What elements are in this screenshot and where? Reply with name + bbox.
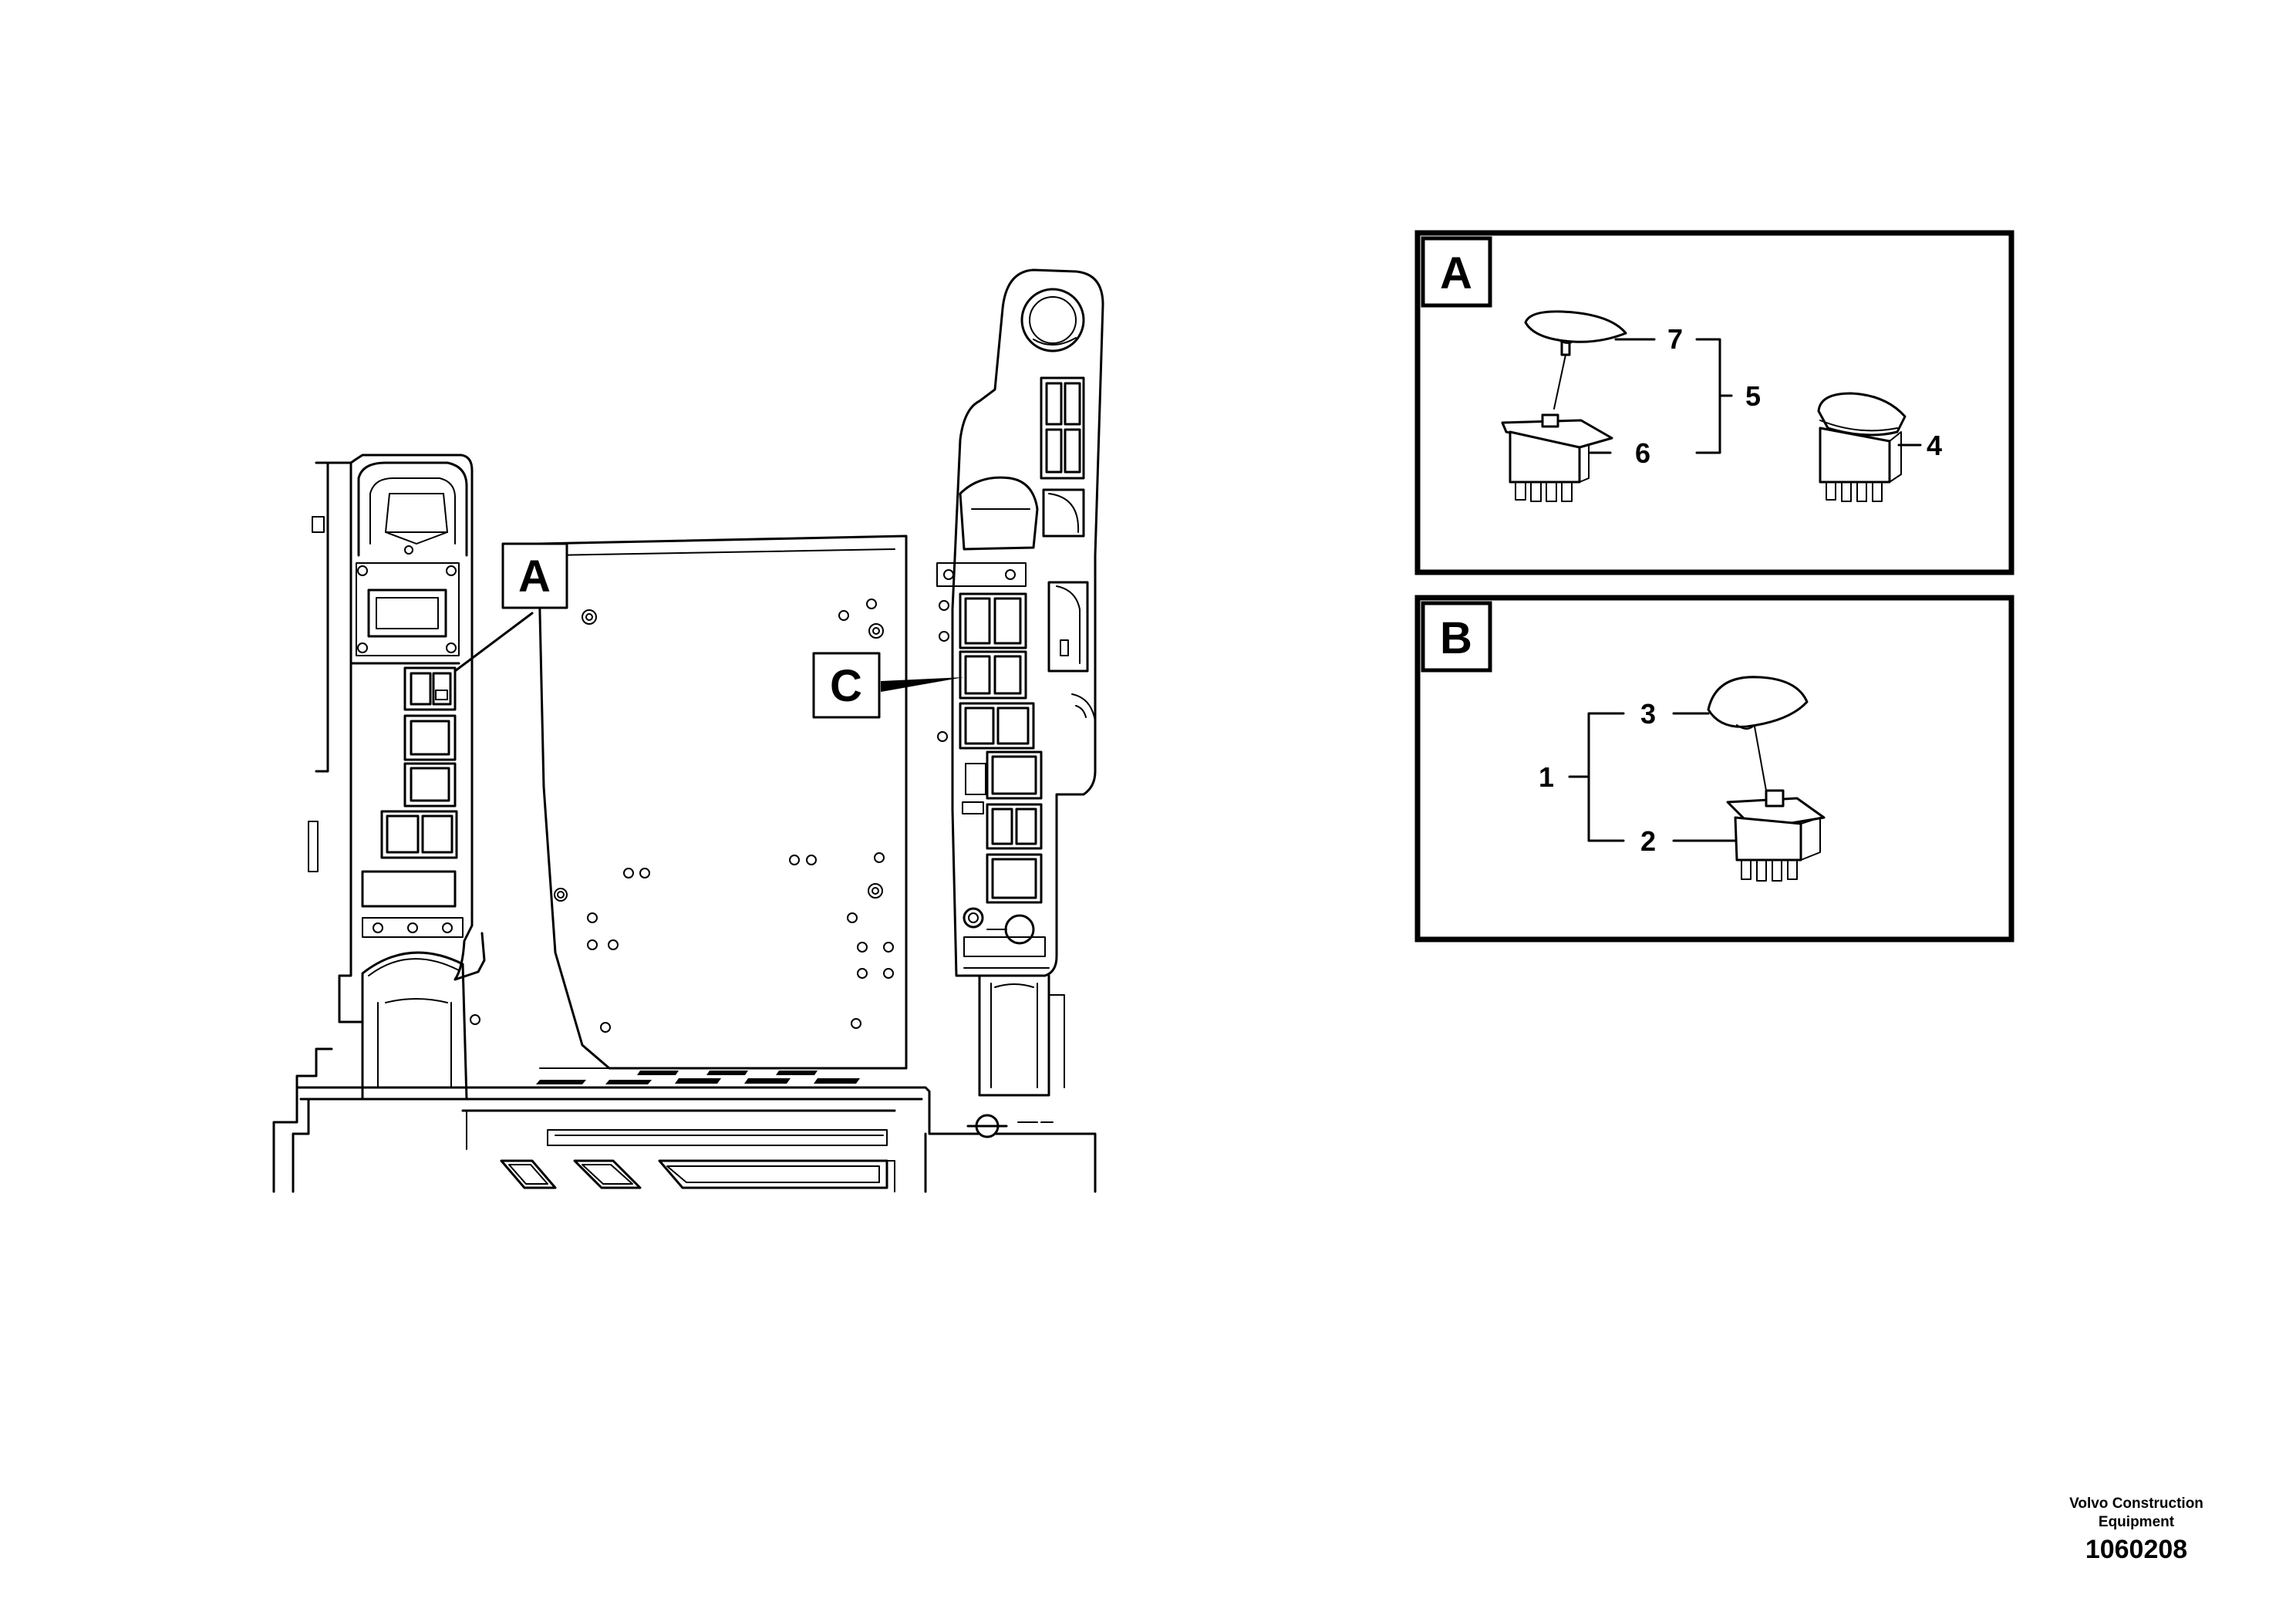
label-2: 2 — [1640, 825, 1656, 857]
label-1: 1 — [1539, 761, 1554, 793]
label-3: 3 — [1640, 698, 1656, 730]
label-5: 5 — [1745, 380, 1761, 412]
callout-a-overview: A — [453, 542, 568, 673]
brand-name: Volvo Construction Equipment — [2021, 1495, 2252, 1532]
brand-line-1: Volvo Construction — [2069, 1496, 2203, 1512]
switch-assembly-5 — [1501, 310, 1627, 502]
console-overview: A C — [272, 268, 1104, 1193]
label-7: 7 — [1667, 323, 1683, 355]
brand-line-2: Equipment — [2098, 1514, 2175, 1530]
switch-4 — [1817, 392, 1907, 502]
right-armrest — [936, 268, 1104, 1097]
detail-b-panel: B 3 2 1 — [1414, 595, 2014, 943]
callout-a-label: A — [518, 551, 551, 602]
label-4: 4 — [1927, 430, 1942, 461]
detail-b-letter: B — [1440, 613, 1472, 663]
left-armrest — [308, 454, 486, 1101]
callout-c-overview: C — [812, 652, 964, 719]
label-6: 6 — [1635, 437, 1650, 469]
console-base — [272, 1047, 1097, 1193]
left-switches — [361, 666, 458, 908]
detail-a-letter: A — [1440, 248, 1472, 298]
callout-c-label: C — [830, 661, 862, 711]
document-number: 1060208 — [2085, 1535, 2188, 1564]
switch-assembly-1 — [1707, 676, 1826, 882]
center-panel — [537, 534, 908, 1070]
right-upper-switches — [1040, 376, 1085, 480]
right-switches — [937, 592, 1043, 904]
detail-a-panel: A 7 6 5 4 — [1414, 230, 2014, 575]
